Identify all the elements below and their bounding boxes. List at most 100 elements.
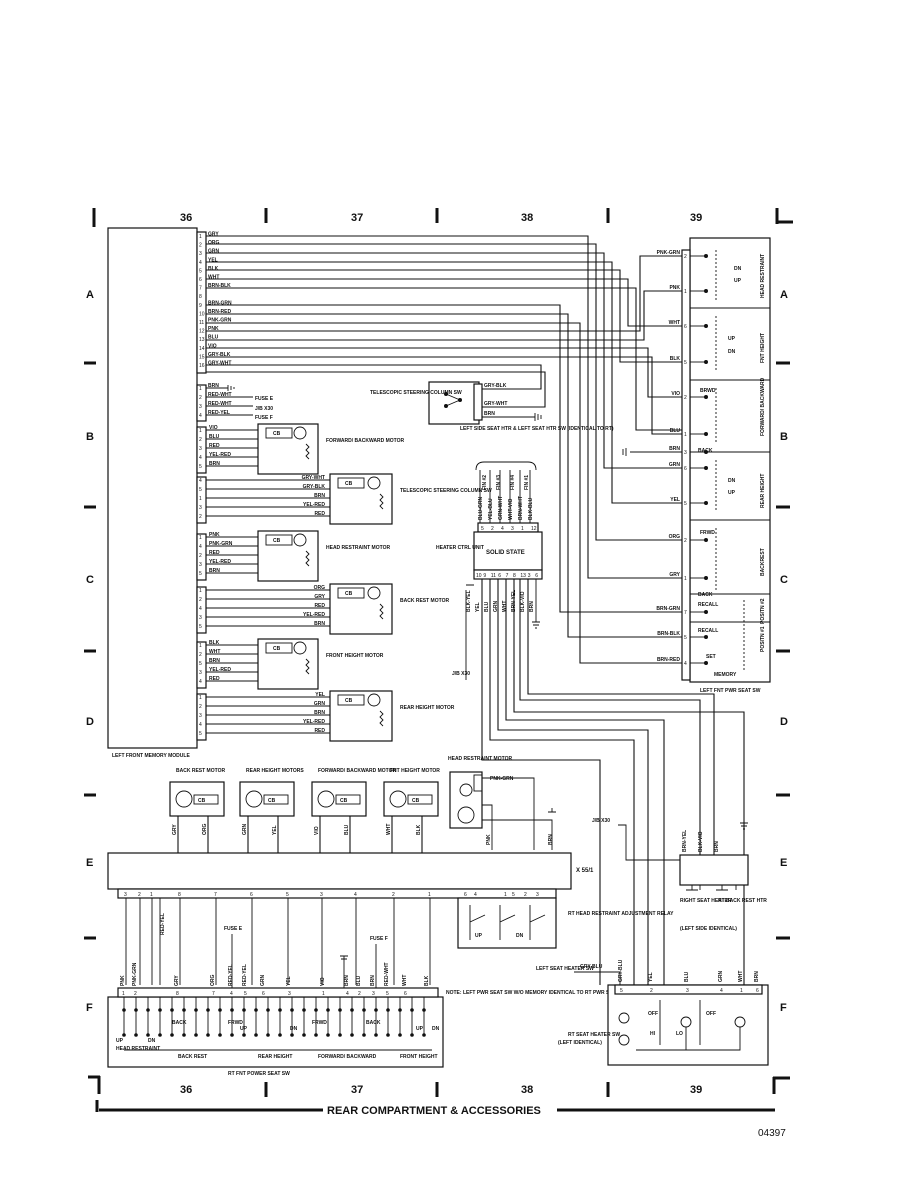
telescopic-steering-column-switch: TELESCOPIC STEERING COLUMN SW GRY-BLK GR… (370, 381, 542, 425)
heater-bottom-pin: 13 (520, 573, 526, 579)
tele-sw-wire-3: BRN (484, 411, 495, 417)
rt-sw-pin: 8 (176, 991, 179, 997)
left-sw-wire: BRN (669, 446, 680, 452)
module-pin-strip (196, 231, 207, 374)
motor-label: REAR HEIGHT MOTOR (400, 705, 455, 711)
motor-icon (293, 641, 307, 655)
heater-top-note: FIN #3 (496, 475, 502, 490)
motor-icon (293, 426, 307, 440)
motor-wire-label: GRY-WHT (302, 475, 325, 481)
module-wire-label: BLK (208, 266, 219, 272)
motor-pin-number: 3 (199, 505, 202, 511)
rt-sw-position: DN (148, 1038, 156, 1044)
ground-icon (740, 822, 748, 855)
row-e-right: E (780, 857, 787, 869)
connector-pin: 6 (464, 892, 467, 898)
heater-top-pin: 2 (491, 526, 494, 532)
rt-heater-back-label: RT BACK REST HTR (718, 898, 767, 904)
resistor-icon (305, 443, 310, 460)
motor-pin-number: 1 (199, 535, 202, 541)
connector-pin: 3 (536, 892, 539, 898)
resistor-icon (379, 710, 384, 727)
left-sw-wire: PNK (669, 285, 680, 291)
left-sw-pin: 4 (684, 661, 687, 667)
module-pin-number: 10 (199, 311, 205, 317)
left-sw-pin: 6 (684, 466, 687, 472)
heater-top-wire: WHT-VIO (508, 499, 514, 520)
col-39-bottom: 39 (690, 1084, 702, 1096)
motor-wire-label: BLU (209, 434, 220, 440)
motor-icon (367, 693, 381, 707)
connector-wire-red-yel: RED-YEL (160, 913, 166, 935)
motor-pin-number: 5 (199, 487, 202, 493)
module-pin-number: 6 (199, 277, 202, 283)
module-wire-label: GRY (208, 232, 219, 238)
connector-pin: 1 (428, 892, 431, 898)
motor-wire-label: RED (209, 676, 220, 682)
heater-sw-note: (LEFT IDENTICAL) (558, 1040, 602, 1046)
rt-sw-wire: VIO (320, 977, 326, 986)
rt-sw-pin: 4 (230, 991, 233, 997)
row-b-left: B (86, 431, 94, 443)
motor-pin-number: 2 (199, 704, 202, 710)
rt-sw-wire: WHT (402, 975, 408, 986)
rt-sw-pin: 6 (262, 991, 265, 997)
col-37-bottom: 37 (351, 1084, 363, 1096)
heater-top-note: FIN #1 (524, 475, 530, 490)
circuit-breaker-label: CB (273, 538, 281, 544)
heater-ctrl-box (473, 531, 543, 571)
motor-pin-number: 2 (199, 553, 202, 559)
rt-sw-position: UP (416, 1026, 424, 1032)
motor-pin-number: 4 (199, 544, 202, 550)
fuse-pin-number: 1 (199, 386, 202, 392)
connector-pin: 5 (286, 892, 289, 898)
motor-wire-label: BRN (314, 621, 325, 627)
connector-pin: 2 (392, 892, 395, 898)
connector-pin: 4 (354, 892, 357, 898)
heater-top-pin: 4 (501, 526, 504, 532)
left-switch-label: LEFT FNT PWR SEAT SW (700, 688, 761, 694)
module-wire-label: BRN-RED (208, 309, 231, 315)
left-sw-wire: ORG (669, 534, 681, 540)
rt-sw-pin: 2 (134, 991, 137, 997)
heater-sw-pin: 6 (756, 988, 759, 994)
module-wire-label: GRY-WHT (208, 361, 231, 367)
motor-pin-number: 2 (199, 514, 202, 520)
relay-up: UP (475, 933, 483, 939)
rt-sw-wire: ORG (210, 975, 216, 987)
rt-heater-wire: BRN-YEL (682, 830, 688, 852)
left-sw-pin: 2 (684, 395, 687, 401)
left-sw-wire: BLK (670, 356, 681, 362)
heater-bottom-pin: 8 (513, 573, 516, 579)
heater-bottom-pin: 11 (491, 573, 496, 579)
heater-top-pin: 5 (481, 526, 484, 532)
top-column-ruler: 36 37 38 39 (92, 208, 793, 227)
module-pin-number: 15 (199, 354, 205, 360)
left-sw-pin: 1 (684, 576, 687, 582)
footer-title: REAR COMPARTMENT & ACCESSORIES (327, 1105, 541, 1117)
module-wire-label: PNK-GRN (208, 318, 232, 324)
rt-sw-position: DN (290, 1026, 298, 1032)
left-sw-position: FRWD (700, 530, 715, 536)
heater-bottom-pin: 7 (506, 573, 509, 579)
heater-bottom-wire: WHT (502, 601, 508, 612)
connector-pin: 3 (320, 892, 323, 898)
heater-sw-wire: YEL (648, 972, 654, 982)
left-sw-pin: 7 (684, 610, 687, 616)
row-a-left: A (86, 289, 94, 301)
row-f-right: F (780, 1002, 787, 1014)
rt-sw-position: FRWD (312, 1020, 327, 1026)
heater-top-note: FIN #2 (482, 475, 488, 490)
rt-sw-pin: 3 (288, 991, 291, 997)
motor-icon (367, 476, 381, 490)
col-38-bottom: 38 (521, 1084, 533, 1096)
left-sw-position: DN (734, 266, 742, 272)
rt-heater-right-label: RIGHT SEAT HEATER (680, 898, 732, 904)
module-pin-number: 13 (199, 337, 205, 343)
connector-pin: 5 (512, 892, 515, 898)
motor-pin-number: 3 (199, 446, 202, 452)
left-sw-position: MEMORY (714, 672, 737, 678)
